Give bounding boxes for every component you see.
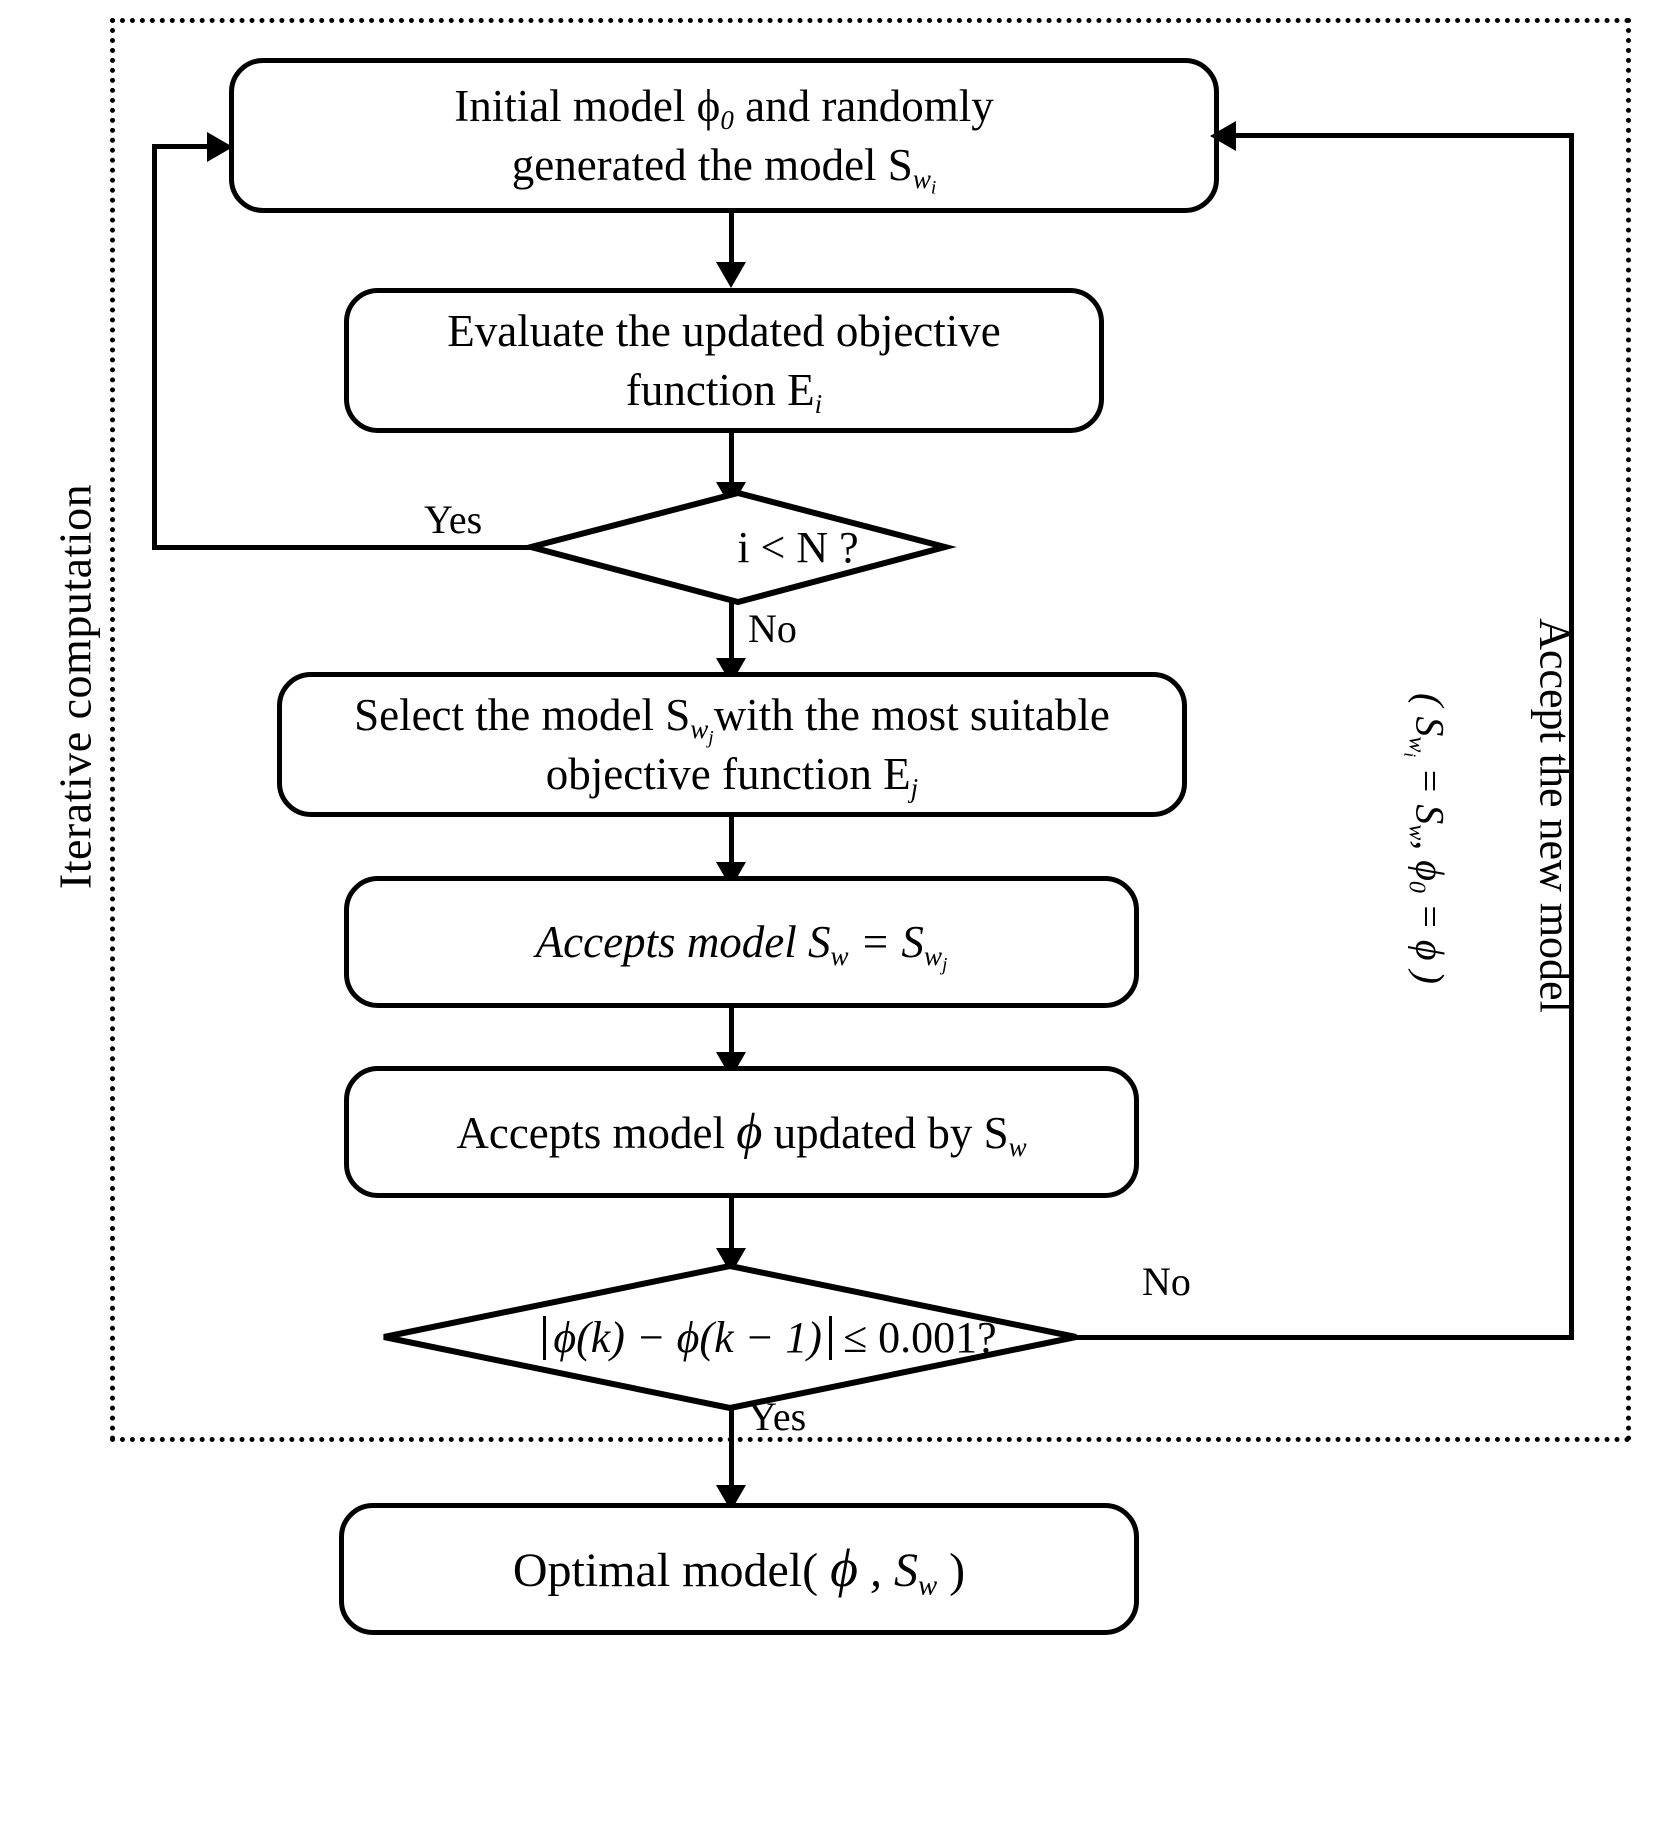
accept-phi-b: updated by S [762,1108,1009,1159]
edge-no-iteration [729,602,734,670]
node-decision-iteration[interactable]: i < N ? [519,489,957,606]
edge-accept-sw-to-accept-phi [729,1008,734,1063]
initial-line1-b: and randomly [733,81,994,131]
initial-line2-a: generated the model S [511,139,913,190]
optimal-phi-symbol: ϕ [830,1538,858,1599]
evaluate-line2-sub: i [814,388,823,419]
edge-accept-phi-to-convergence [729,1198,734,1260]
edge-label-yes-iteration: Yes [424,497,483,542]
evaluate-line2-a: function E [625,364,815,415]
initial-line2-sub: w [912,163,931,194]
initial-line1-a: Initial model ϕ [454,81,721,131]
accept-sw-a: Accepts model S [535,916,831,967]
edge-yes-feedback-vertical [152,144,157,548]
edge-label-yes-convergence: Yes [748,1394,807,1439]
edge-yes-convergence [729,1409,734,1503]
optimal-a: Optimal model( [512,1544,831,1598]
edge-yes-iteration [152,545,532,550]
edge-evaluate-to-decision [729,433,734,493]
accept-phi-sub-b: w [1008,1132,1027,1163]
edge-initial-to-evaluate [729,213,734,273]
formula-part-d: = ϕ ) [1407,892,1453,984]
node-accept-sw[interactable]: Accepts model Sw = Swj [344,876,1139,1008]
formula-part-b: = S [1407,757,1453,825]
select-line2-sub: j [910,772,919,803]
arrowhead-no-convergence-return [1210,121,1236,151]
edge-select-to-accept-sw [729,817,734,872]
accept-sw-eq: = S [848,916,924,967]
formula-sub-b: w [1403,824,1430,841]
edge-label-no-convergence: No [1142,1259,1191,1304]
select-line1-a: Select the model S [354,690,691,740]
node-evaluate-objective[interactable]: Evaluate the updated objective function … [344,288,1104,433]
optimal-c: ) [937,1544,966,1598]
node-decision-convergence[interactable]: ϕ(k) − ϕ(k − 1) ≤ 0.001? [380,1262,1080,1412]
edge-no-convergence-vertical [1569,133,1574,1338]
accept-sw-sub-a: w [830,940,849,971]
optimal-b: , S [857,1544,918,1598]
node-initial-model[interactable]: Initial model ϕ0 and randomly generated … [229,58,1219,213]
formula-part-c: , ϕ [1407,840,1453,881]
optimal-sub-b: w [917,1569,938,1602]
accept-sw-sub-b: w [923,940,942,971]
select-line1-b: with the most suitable [713,690,1110,740]
formula-part-a: ( S [1407,693,1453,737]
formula-sub-c: 0 [1403,880,1430,893]
edge-no-convergence-return [1232,133,1572,138]
select-line1-sub: w [690,714,709,745]
iterative-computation-label: Iterative computation [49,483,101,890]
select-line2-a: objective function E [545,748,911,799]
iterative-computation-region [110,18,1631,1442]
accept-phi-a: Accepts model [456,1108,737,1159]
select-line1-subsub: j [708,727,714,749]
formula-sub-a: w [1403,736,1430,753]
node-select-model[interactable]: Select the model Swjwith the most suitab… [277,672,1187,817]
accept-sw-subsub-b: j [941,954,948,976]
initial-line2-subsub: i [930,177,937,199]
accept-new-model-formula: ( Swi = Sw, ϕ0 = ϕ ) [1400,539,1454,1139]
edge-label-no-iteration: No [748,606,797,651]
edge-no-convergence-horizontal [1073,1335,1574,1340]
edge-yes-feedback-horizontal [152,144,216,149]
arrowhead-initial-to-evaluate [716,262,746,288]
node-optimal-model[interactable]: Optimal model( ϕ , Sw ) [339,1503,1139,1635]
evaluate-line1: Evaluate the updated objective [447,306,1001,356]
accept-phi-symbol: ϕ [736,1103,763,1160]
initial-line1-sub: 0 [720,105,734,136]
node-accept-phi[interactable]: Accepts model ϕ updated by Sw [344,1066,1139,1198]
arrowhead-yes-feedback [207,132,233,162]
